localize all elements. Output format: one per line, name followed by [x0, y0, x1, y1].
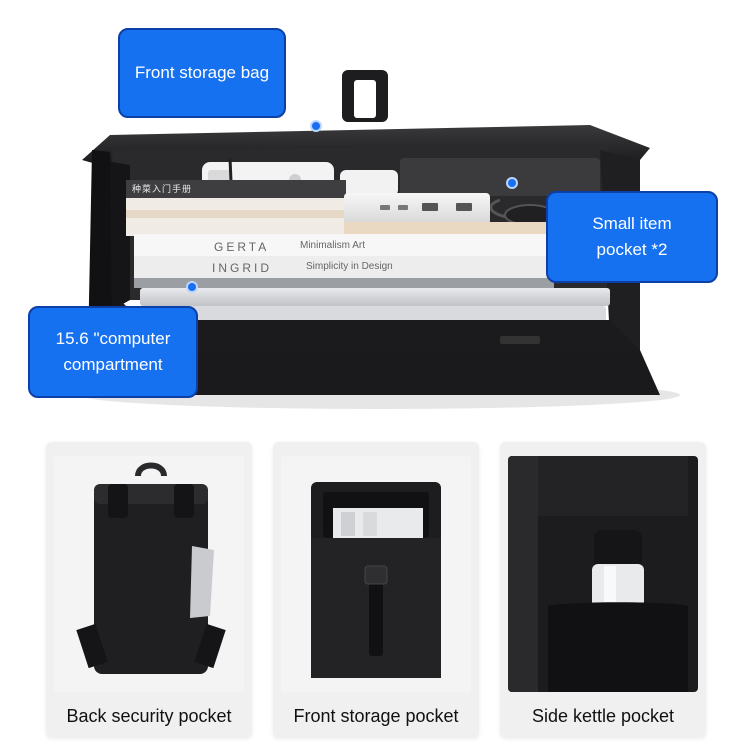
side-kettle-pocket-photo — [508, 456, 698, 692]
card-label-front-storage: Front storage pocket — [293, 705, 459, 726]
marker-dot-computer — [186, 281, 198, 293]
backpack-back-view-illustration — [54, 456, 244, 692]
callout-computer-line2: compartment — [63, 355, 163, 374]
backpack-side-bottle-illustration — [508, 456, 698, 692]
book-label-simplicity: Simplicity in Design — [306, 261, 393, 272]
marker-dot-small-item — [506, 177, 518, 189]
front-storage-pocket-photo — [281, 456, 471, 692]
hero-open-bag-section: 种菜入门手册 GERTA Minimalism Art INGRID Simpl… — [28, 28, 718, 409]
card-front-storage-pocket: Front storage pocket — [273, 442, 479, 738]
callout-computer-line1: 15.6 "computer — [55, 329, 171, 348]
back-security-pocket-photo — [54, 456, 244, 692]
callout-front-storage-bag-label: Front storage bag — [134, 63, 270, 82]
backpack-front-view-illustration — [281, 456, 471, 692]
card-label-side-kettle: Side kettle pocket — [531, 705, 675, 726]
card-side-kettle-pocket: Side kettle pocket — [500, 442, 706, 738]
callout-computer-compartment: 15.6 "computer compartment — [28, 306, 198, 398]
book-label-minimalism: Minimalism Art — [300, 240, 366, 251]
callout-small-item-pocket: Small item pocket *2 — [546, 191, 718, 283]
callout-small-item-line2: pocket *2 — [596, 240, 668, 259]
marker-dot-front-storage — [310, 120, 322, 132]
book-label-top: 种菜入门手册 — [132, 184, 193, 194]
book-label-gerta: GERTA — [214, 240, 270, 254]
card-label-back-security: Back security pocket — [66, 705, 232, 726]
card-back-security-pocket: Back security pocket — [46, 442, 252, 738]
callout-front-storage-bag: Front storage bag — [118, 28, 286, 118]
callout-small-item-line1: Small item — [592, 214, 672, 233]
book-label-ingrid: INGRID — [212, 261, 272, 275]
